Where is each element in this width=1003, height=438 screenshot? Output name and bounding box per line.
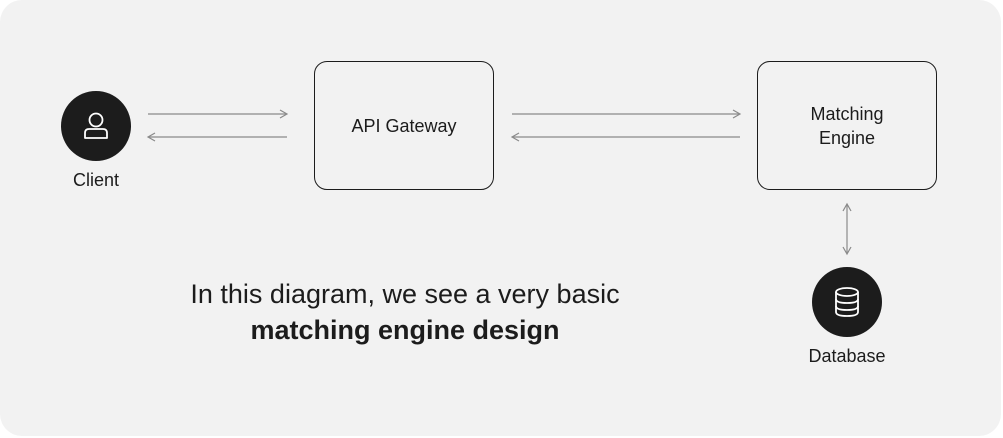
matching-engine-label-line1: Matching xyxy=(810,103,884,124)
caption-line-2: matching engine design xyxy=(250,315,560,345)
client-node xyxy=(61,91,131,161)
database-icon xyxy=(835,287,859,317)
arrow-gateway-to-client xyxy=(146,132,287,142)
arrow-client-to-gateway xyxy=(148,109,289,119)
diagram-caption: In this diagram, we see a very basic mat… xyxy=(140,276,670,348)
arrow-engine-to-gateway xyxy=(510,132,740,142)
user-icon xyxy=(84,112,108,139)
arrow-gateway-to-engine xyxy=(512,109,742,119)
client-label: Client xyxy=(72,170,120,190)
api-gateway-node: API Gateway xyxy=(314,61,494,190)
database-node xyxy=(812,267,882,337)
database-label: Database xyxy=(808,346,886,366)
matching-engine-node: Matching Engine xyxy=(757,61,937,190)
api-gateway-label: API Gateway xyxy=(351,115,457,136)
arrow-engine-database xyxy=(842,202,852,256)
matching-engine-label-line2: Engine xyxy=(818,127,876,148)
matching-engine-label: Matching Engine xyxy=(810,102,883,150)
caption-line-1: In this diagram, we see a very basic xyxy=(190,279,620,309)
